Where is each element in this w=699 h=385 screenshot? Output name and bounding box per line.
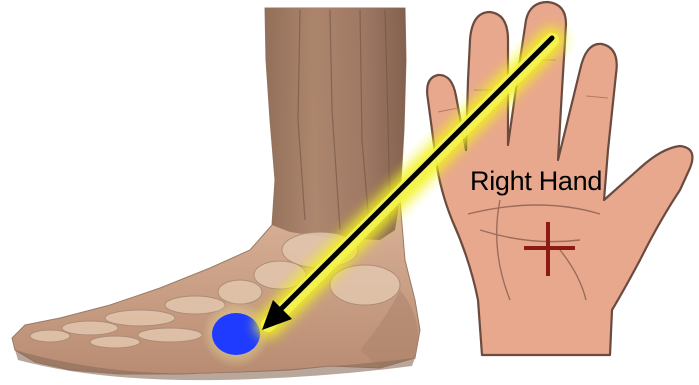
hand-label: Right Hand bbox=[470, 166, 620, 197]
blue-marker-dot bbox=[212, 313, 260, 355]
